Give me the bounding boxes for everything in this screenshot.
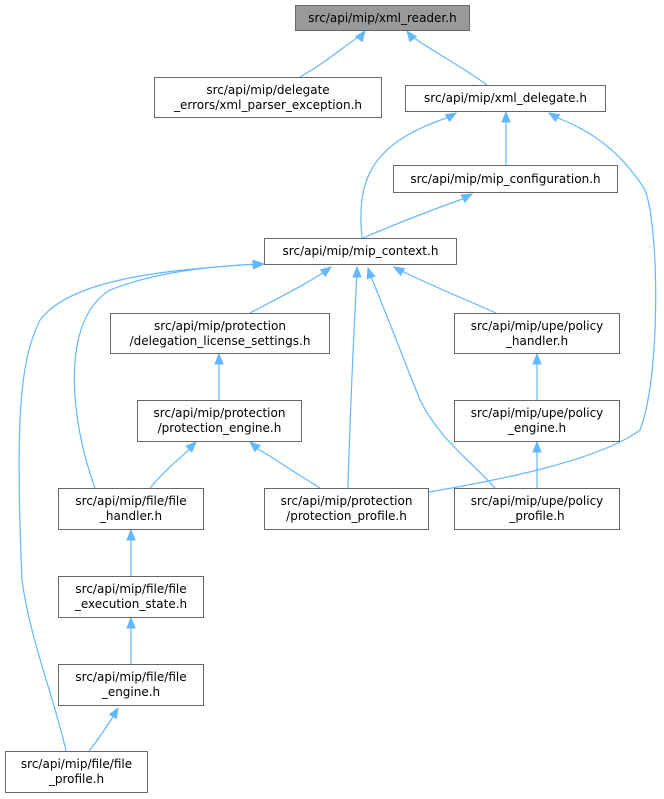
node-label-line: /protection_engine.h (157, 421, 282, 435)
arrowhead-file_execution_state-to-file_handler (126, 528, 136, 541)
edge-file_handler-to-protection_engine (149, 445, 194, 489)
node-label-line: _engine.h (101, 685, 161, 699)
edge-protection_profile-to-protection_engine (252, 445, 321, 489)
node-label-line: src/api/mip/xml_delegate.h (424, 91, 587, 105)
node-label-line: /protection_profile.h (286, 509, 407, 523)
edge-protection_profile-to-mip_context (347, 270, 358, 489)
arrowhead-policy_profile-to-mip_context (366, 266, 376, 280)
graph-edges (18, 29, 657, 752)
node-label-line: src/api/mip/upe/policy (470, 494, 604, 508)
node-label-line: src/api/mip/mip_context.h (282, 244, 439, 258)
edge-file_profile-to-file_engine (88, 711, 117, 752)
node-file-engine[interactable]: src/api/mip/file/file_engine.h (58, 664, 204, 706)
edge-mip_context-to-xml_delegate (360, 115, 453, 239)
node-protection-engine[interactable]: src/api/mip/protection/protection_engine… (137, 400, 302, 442)
node-label-line: src/api/mip/delegate (206, 82, 330, 97)
arrowhead-mip_configuration-to-xml_delegate (501, 110, 511, 123)
edge-policy_profile-to-mip_context (368, 271, 496, 489)
arrowhead-policy_handler-to-mip_context (392, 266, 406, 277)
node-label-line: src/api/mip/file/file (75, 582, 187, 596)
node-file-execution-state[interactable]: src/api/mip/file/file_execution_state.h (58, 576, 204, 618)
node-label-line: _handler.h (99, 509, 163, 523)
arrowhead-xml_parser_exception-to-xml_reader (354, 29, 366, 43)
arrowhead-mip_context-to-xml_delegate (444, 112, 458, 123)
arrowhead-xml_delegate-to-xml_reader (406, 29, 418, 43)
node-label-line: _errors/xml_parser_exception.h (173, 97, 362, 112)
node-label-line: src/api/mip/mip_configuration.h (410, 171, 601, 186)
node-file-handler[interactable]: src/api/mip/file/file_handler.h (58, 488, 204, 530)
arrowhead-file_profile-to-mip_context (252, 259, 265, 270)
node-xml-reader[interactable]: src/api/mip/xml_reader.h (295, 5, 470, 31)
node-label-line: src/api/mip/protection (153, 406, 286, 420)
arrowhead-protection_engine-to-delegation_license_settings (214, 352, 224, 365)
node-label-line: _profile.h (48, 772, 105, 786)
node-policy-handler[interactable]: src/api/mip/upe/policy_handler.h (454, 313, 620, 354)
node-delegation-license-settings[interactable]: src/api/mip/protection/delegation_licens… (110, 313, 330, 354)
arrowhead-policy_profile-to-policy_engine (532, 440, 542, 453)
edge-protection_profile-to-xml_delegate (428, 115, 657, 493)
node-label-line: src/api/mip/file/file (75, 670, 187, 684)
arrowhead-delegation_license_settings-to-mip_context (319, 266, 333, 278)
node-label-line: _handler.h (505, 333, 569, 348)
node-label-line: _engine.h (507, 421, 567, 435)
node-mip-configuration[interactable]: src/api/mip/mip_configuration.h (393, 165, 618, 193)
arrowhead-file_profile-to-file_engine (108, 706, 119, 720)
node-label-line: src/api/mip/file/file (75, 494, 187, 508)
arrowhead-protection_profile-to-mip_context (352, 265, 362, 278)
node-file-profile[interactable]: src/api/mip/file/file_profile.h (5, 751, 148, 793)
node-label-line: src/api/mip/xml_reader.h (308, 10, 457, 25)
node-xml-parser-exception[interactable]: src/api/mip/delegate_errors/xml_parser_e… (154, 77, 382, 118)
arrowhead-protection_profile-to-protection_engine (248, 441, 261, 453)
node-xml-delegate[interactable]: src/api/mip/xml_delegate.h (405, 85, 606, 112)
arrowhead-policy_engine-to-policy_handler (532, 352, 542, 365)
node-mip-context[interactable]: src/api/mip/mip_context.h (264, 238, 457, 265)
node-label-line: src/api/mip/protection (154, 318, 286, 333)
node-policy-engine[interactable]: src/api/mip/upe/policy_engine.h (454, 400, 620, 442)
edge-mip_context-to-mip_configuration (362, 196, 469, 239)
node-label-line: _execution_state.h (74, 597, 188, 611)
node-label-line: src/api/mip/protection (280, 494, 413, 508)
edge-delegation_license_settings-to-mip_context (249, 269, 328, 314)
edge-policy_handler-to-mip_context (397, 268, 497, 314)
node-policy-profile[interactable]: src/api/mip/upe/policy_profile.h (454, 488, 620, 530)
node-label-line: src/api/mip/upe/policy (470, 406, 604, 420)
arrowhead-file_engine-to-file_execution_state (126, 616, 136, 629)
node-protection-profile[interactable]: src/api/mip/protection/protection_profil… (264, 488, 429, 530)
arrowhead-protection_profile-to-xml_delegate (547, 112, 561, 123)
node-label-line: _profile.h (509, 509, 565, 523)
edge-xml_delegate-to-xml_reader (409, 34, 488, 86)
node-label-line: /delegation_license_settings.h (129, 333, 311, 348)
node-label-line: src/api/mip/upe/policy (470, 318, 604, 333)
arrowhead-mip_context-to-mip_configuration (460, 193, 474, 203)
edge-xml_parser_exception-to-xml_reader (299, 33, 364, 78)
edge-file_profile-to-mip_context (18, 263, 259, 752)
node-label-line: src/api/mip/file/file (20, 757, 133, 771)
edge-file_handler-to-mip_context (73, 263, 260, 489)
arrowhead-file_handler-to-protection_engine (185, 441, 197, 453)
